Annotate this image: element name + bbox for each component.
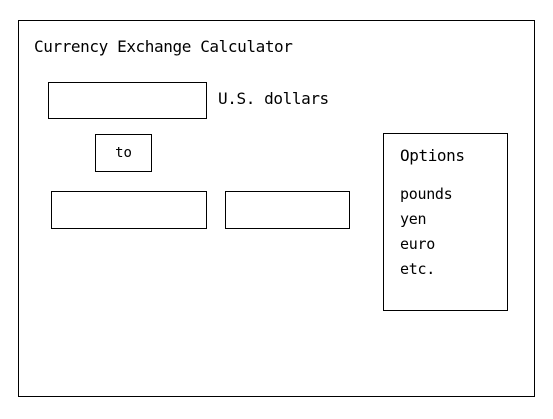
target-currency-field[interactable] (225, 191, 350, 229)
options-panel: Options pounds yen euro etc. (383, 133, 508, 311)
currency-options-list: pounds yen euro etc. (400, 182, 453, 282)
option-item-yen[interactable]: yen (400, 210, 427, 228)
calculator-frame (18, 20, 535, 397)
usd-label: U.S. dollars (218, 89, 329, 108)
option-item-etc[interactable]: etc. (400, 260, 435, 278)
option-item-pounds[interactable]: pounds (400, 185, 453, 203)
converted-amount-field[interactable] (51, 191, 207, 229)
convert-to-button[interactable]: to (95, 134, 152, 172)
option-item-euro[interactable]: euro (400, 235, 435, 253)
page-title: Currency Exchange Calculator (34, 37, 293, 56)
options-title: Options (400, 146, 465, 165)
usd-amount-input[interactable] (48, 82, 207, 119)
